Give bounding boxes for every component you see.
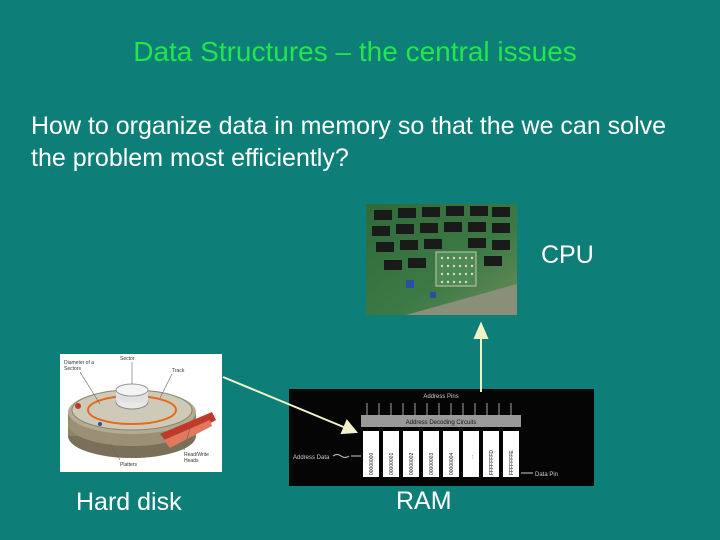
hard-disk-diagram-image: Diameter of a Sectors Sector Track Read/…	[60, 354, 222, 472]
ram-decoding-label: Address Decoding Circuits	[406, 420, 477, 426]
ram-address-pins-label: Address Pins	[423, 394, 458, 400]
hdd-label-heads: Heads	[184, 458, 199, 464]
ram-cell-3: 00000003	[429, 453, 435, 475]
hdd-label-track: Track	[172, 368, 185, 374]
ram-address-data-label: Address Data	[293, 455, 330, 461]
ram-label: RAM	[396, 487, 452, 515]
ram-cell-6: FFFFFFFD	[489, 450, 495, 475]
ram-cell-4: 00000004	[449, 453, 455, 475]
hdd-label-sector: Sector	[120, 356, 135, 362]
hdd-label-sectors: Sectors	[64, 366, 81, 372]
cpu-circuit-board-image	[366, 204, 517, 315]
ram-data-pin-label: Data Pin	[535, 472, 558, 478]
slide-title: Data Structures – the central issues	[133, 36, 577, 67]
hdd-to-ram-arrow	[222, 376, 347, 429]
hdd-label-diameter: Diameter of a	[64, 360, 94, 366]
ram-cell-1: 00000001	[389, 453, 395, 475]
cpu-label: CPU	[541, 241, 594, 269]
hdd-label-platters: Platters	[120, 462, 137, 468]
ram-cell-0: 00000000	[369, 453, 375, 475]
ram-cell-5: ...	[469, 455, 475, 459]
slide-body-text: How to organize data in memory so that t…	[31, 112, 667, 172]
ram-diagram-image: Address Pins Address Decoding Circuits 0…	[289, 389, 594, 486]
ram-cell-2: 00000002	[409, 453, 415, 475]
hdd-to-ram-arrowhead	[340, 419, 358, 435]
ram-to-cpu-arrowhead	[473, 321, 489, 339]
hard-disk-label: Hard disk	[76, 488, 182, 516]
hdd-label-readwrite: Read/Write	[184, 452, 209, 458]
ram-cell-7: FFFFFFFE	[509, 450, 515, 475]
